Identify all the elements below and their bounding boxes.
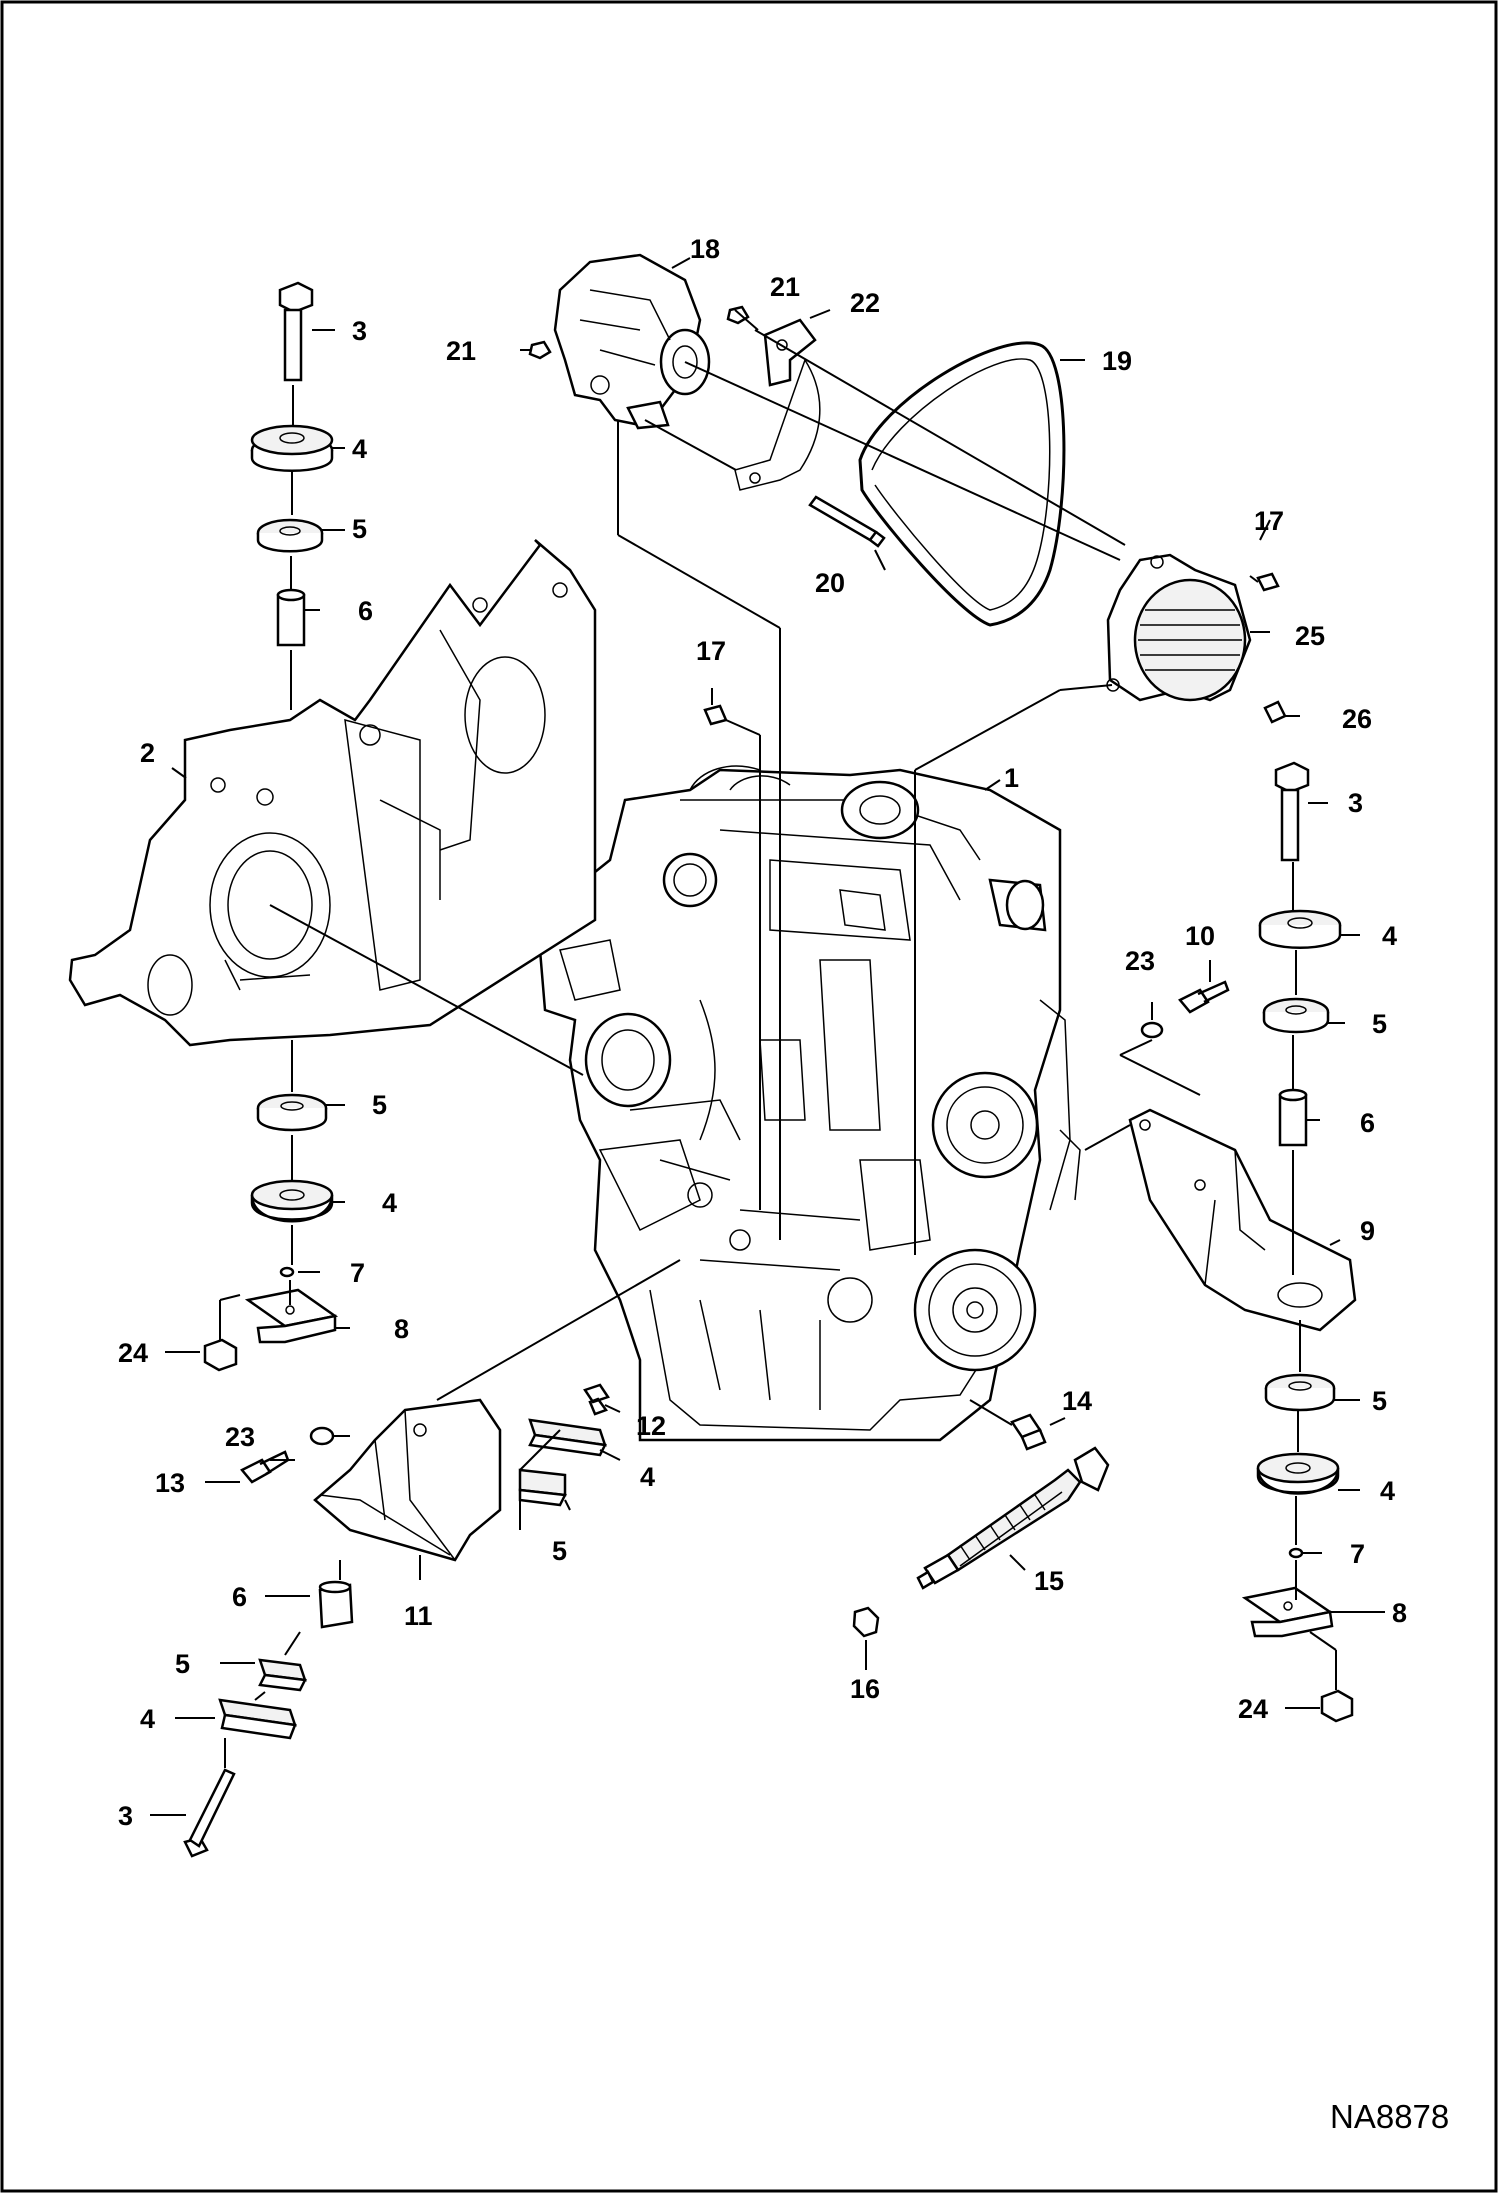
nut-21-right-drawing [726,305,750,325]
label-15: 15 [1034,1566,1064,1596]
bolt-10-drawing [1178,980,1230,1014]
label-8-right: 8 [1392,1598,1407,1628]
label-4-right-top: 4 [1382,921,1397,951]
label-4-right-lower: 4 [1380,1476,1395,1506]
label-7-left: 7 [350,1258,365,1288]
label-17-left: 17 [696,636,726,666]
bolt-20-drawing [808,495,886,548]
washer-23-right-drawing [1140,1021,1164,1039]
right-engine-mount-drawing [1128,1108,1357,1332]
label-21-left: 21 [446,336,476,366]
label-5-top-left: 5 [352,514,367,544]
label-10: 10 [1185,921,1215,951]
label-16: 16 [850,1674,880,1704]
bracket-22-drawing [734,318,821,491]
engine-plate-drawing [68,539,597,1047]
label-6-top-left: 6 [358,596,373,626]
engine-drawing [538,765,1081,1442]
label-8-left: 8 [394,1314,409,1344]
label-11: 11 [404,1601,433,1631]
label-24-right: 24 [1238,1694,1268,1724]
label-22: 22 [850,288,880,318]
label-1: 1 [1004,763,1019,793]
label-21-right: 21 [770,272,800,302]
label-12: 12 [636,1411,666,1441]
label-2: 2 [140,738,155,768]
label-4-top-left: 4 [352,434,367,464]
label-20: 20 [815,568,845,598]
label-3-bottom: 3 [118,1801,133,1831]
leader-lines [150,257,1385,1816]
washer-23-left-drawing [309,1426,335,1446]
label-5-bottom: 5 [175,1649,190,1679]
label-23-right: 23 [1125,946,1155,976]
screw-17-right-drawing [1256,572,1280,592]
label-3-right: 3 [1348,788,1363,818]
label-13: 13 [155,1468,185,1498]
label-5-left-lower: 5 [372,1090,387,1120]
drawing-code: NA8878 [1330,2098,1449,2135]
label-6-bottom: 6 [232,1582,247,1612]
hose-assembly-drawing [852,1413,1110,1638]
label-26: 26 [1342,704,1372,734]
fan-guard-drawing [1106,553,1252,702]
label-5-mid: 5 [552,1536,567,1566]
label-19: 19 [1102,346,1132,376]
label-18: 18 [690,234,720,264]
left-lower-mount-stack [203,1093,339,1372]
mid-cushion-washer-drawing [518,1418,607,1507]
label-6-right: 6 [1360,1108,1375,1138]
right-lower-mount-stack [1241,1373,1354,1723]
callout-labels: 1 2 3 4 5 6 5 4 7 8 24 3 4 5 6 9 10 23 5… [118,234,1449,2135]
label-14: 14 [1062,1386,1092,1416]
label-5-right-top: 5 [1372,1009,1387,1039]
label-5-right-lower: 5 [1372,1386,1387,1416]
label-17-right: 17 [1254,506,1284,536]
left-engine-mount-drawing [313,1398,502,1562]
label-4-mid: 4 [640,1462,655,1492]
label-24-left: 24 [118,1338,148,1368]
nut-21-left-drawing [528,340,552,360]
label-7-right: 7 [1350,1539,1365,1569]
plug-12-drawing [583,1383,610,1416]
label-4-left-lower: 4 [382,1188,397,1218]
label-9: 9 [1360,1216,1375,1246]
label-23-left: 23 [225,1422,255,1452]
label-4-bottom: 4 [140,1704,155,1734]
label-25: 25 [1295,621,1325,651]
bottom-mount-stack [183,1580,354,1858]
left-top-mount-stack [250,281,334,647]
label-3-top-left: 3 [352,316,367,346]
right-top-mount-stack [1258,761,1342,1147]
